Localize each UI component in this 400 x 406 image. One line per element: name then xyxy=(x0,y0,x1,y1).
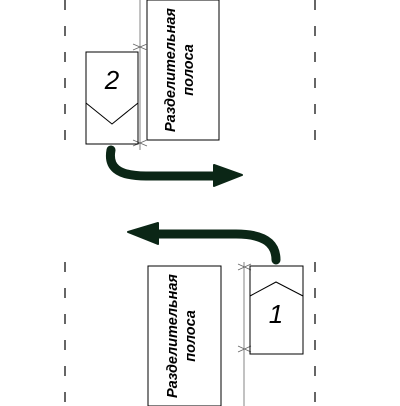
road-edge-marks-bottom xyxy=(237,262,252,406)
dividing-strip-label-line1: Разделительная xyxy=(163,8,179,132)
u-turn-arrow-right xyxy=(105,145,243,187)
road-edge-marks-top xyxy=(132,0,148,150)
vehicle-1: 1 xyxy=(249,265,304,355)
dividing-strip-top: Разделительная полоса xyxy=(146,0,220,141)
dividing-strip-label-line2: полоса xyxy=(183,310,199,362)
vehicle-2: 2 xyxy=(85,51,139,145)
dividing-strip-label-line2: полоса xyxy=(181,44,197,96)
u-turn-arrow-left xyxy=(127,222,281,265)
vehicle-2-label: 2 xyxy=(104,65,120,95)
vehicle-1-label: 1 xyxy=(269,299,283,329)
dividing-strip-bottom: Разделительная полоса xyxy=(147,265,222,406)
dividing-strip-label-line1: Разделительная xyxy=(165,274,181,398)
